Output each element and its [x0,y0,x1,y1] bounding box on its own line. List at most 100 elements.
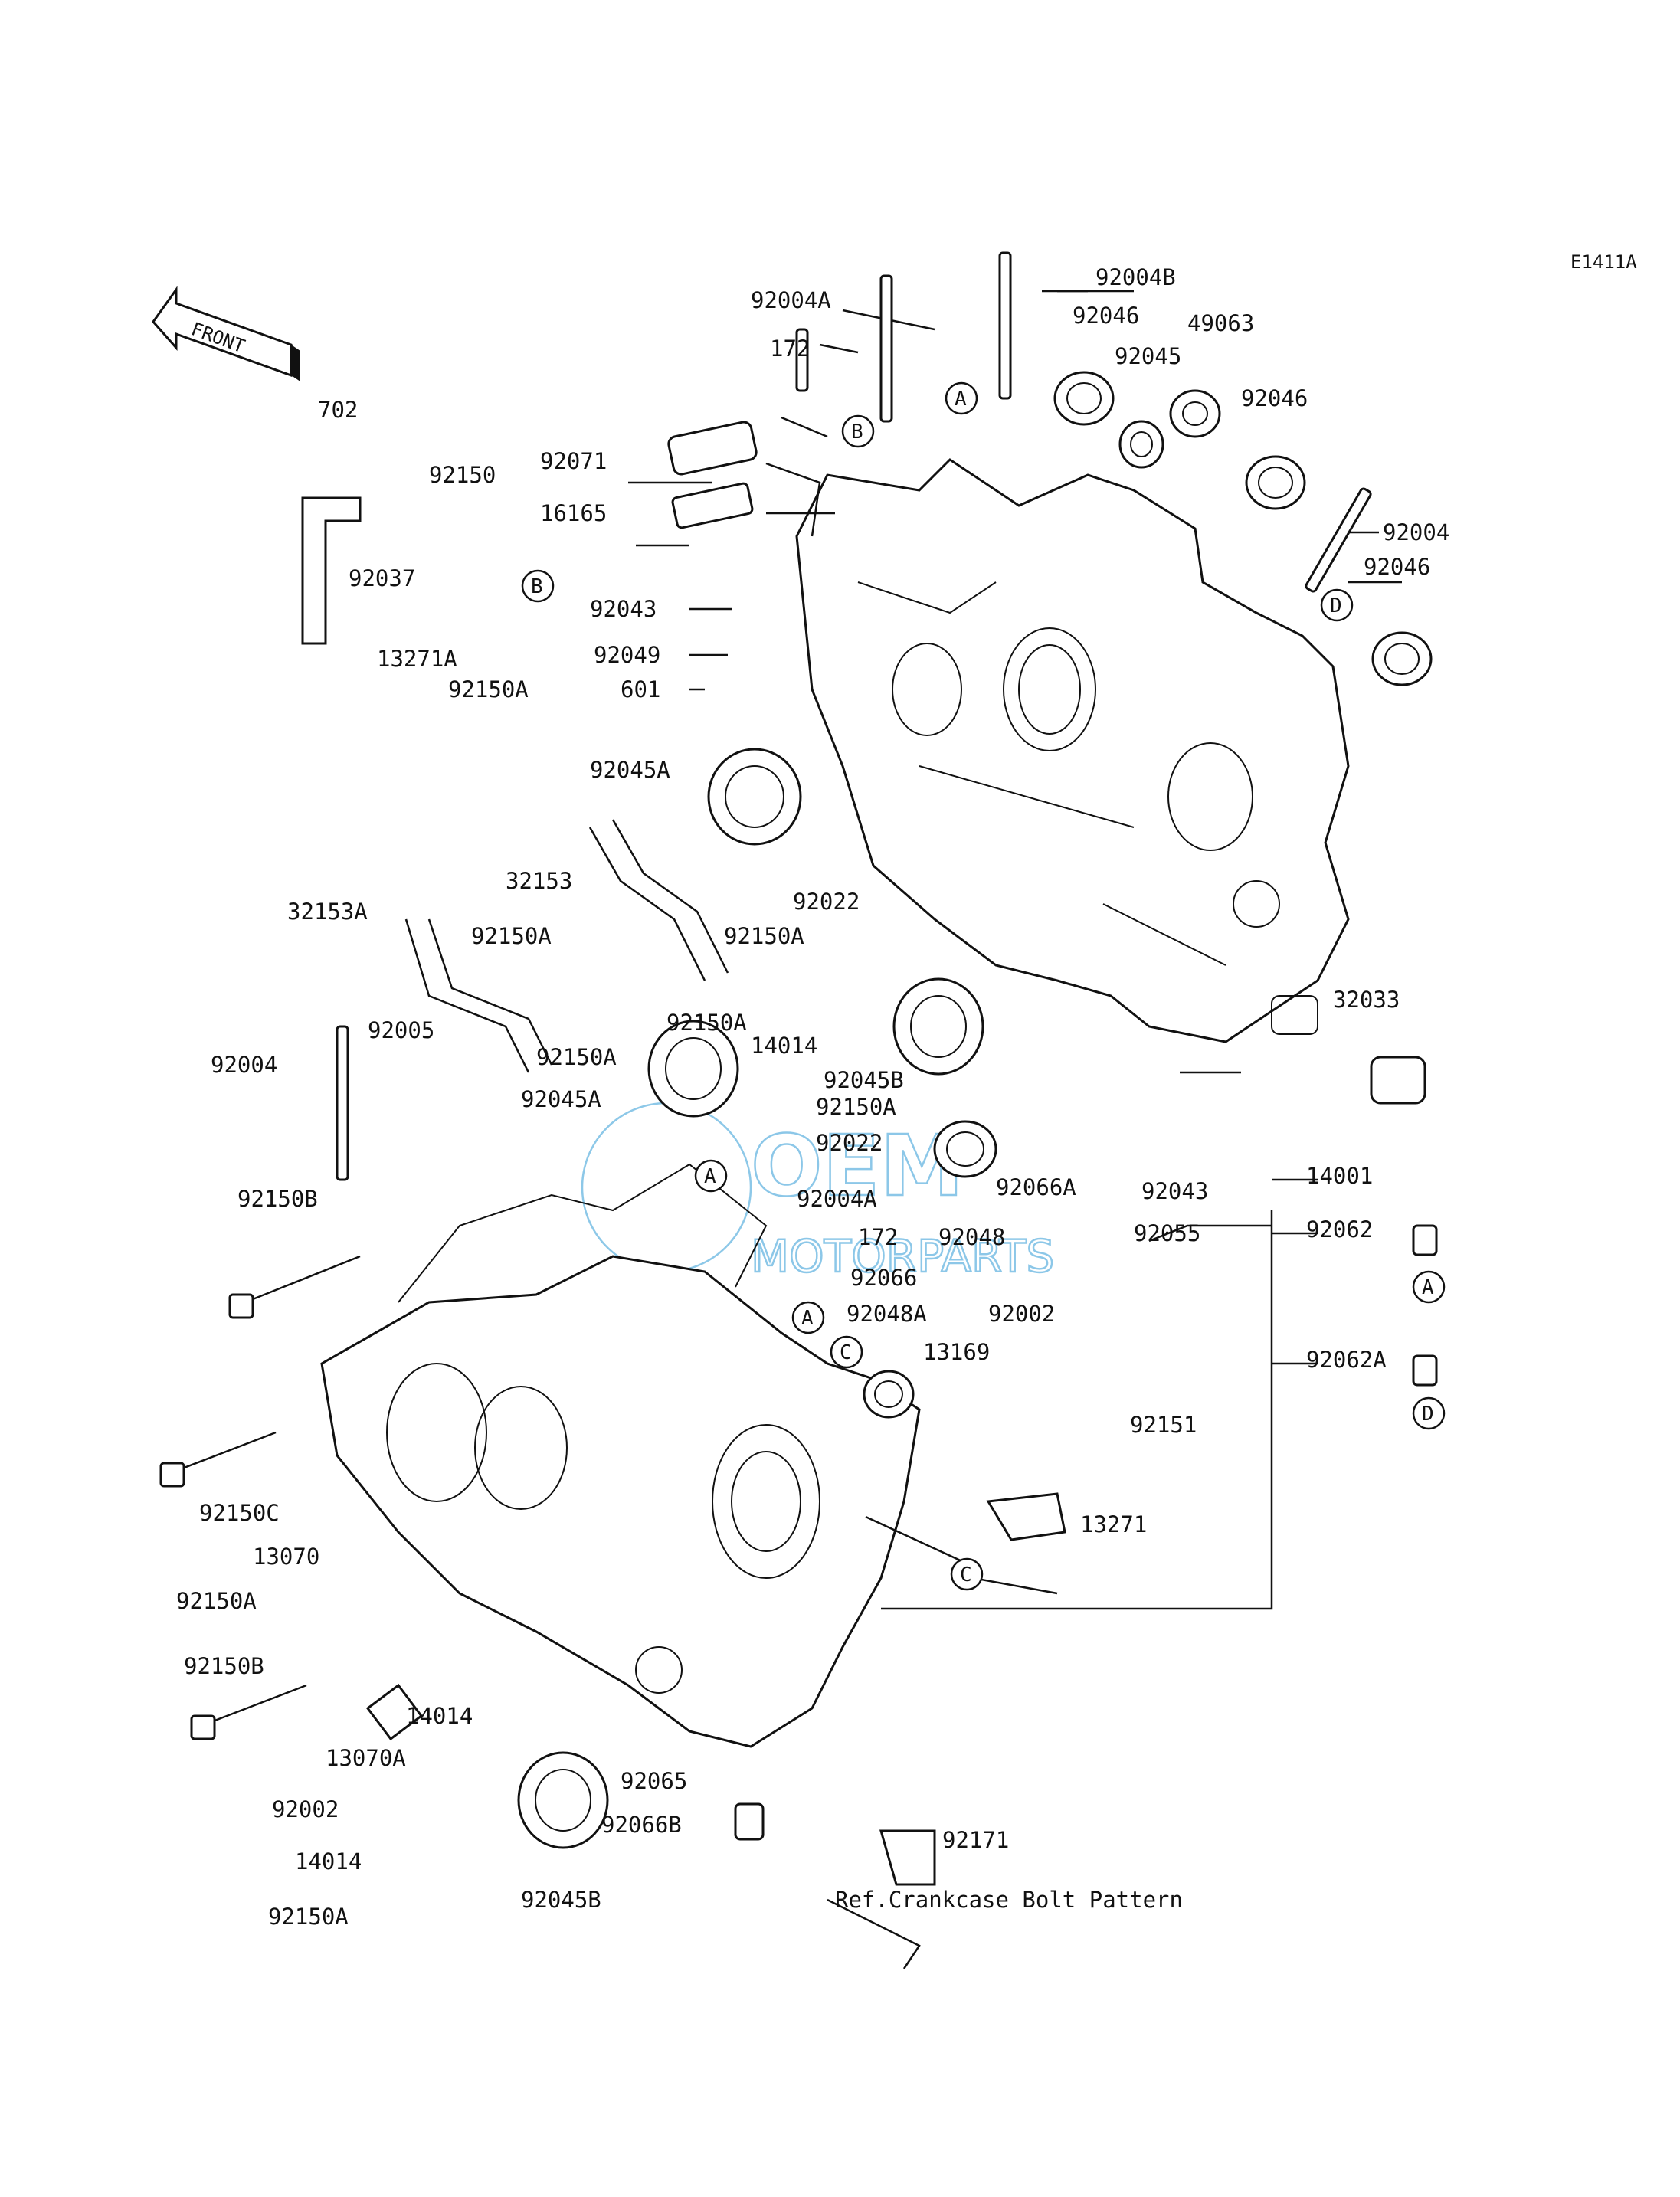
bearing-92045B-bottom [517,1751,609,1849]
part-label[interactable]: 14001 [1306,1163,1373,1189]
part-label[interactable]: 13070 [253,1544,319,1570]
hose-702 [301,496,362,645]
part-label[interactable]: 92071 [540,448,607,474]
part-label[interactable]: 601 [621,676,660,702]
part-label[interactable]: 92045A [590,757,670,783]
part-label[interactable]: 92048 [938,1224,1005,1250]
bearing-92045A-top [707,748,802,846]
part-label[interactable]: 92045 [1115,343,1181,369]
part-label[interactable]: 92151 [1130,1412,1197,1438]
part-label[interactable]: 13070A [326,1745,406,1771]
part-label[interactable]: 14014 [406,1703,473,1729]
svg-text:B: B [851,421,863,444]
pipe-32153 [588,819,729,981]
svg-text:C: C [960,1563,972,1586]
part-label[interactable]: 92004 [1383,519,1449,545]
part-labels: 92004B 92004A 172 92046 49063 92045 9204… [176,264,1449,1930]
callout-b-top: B [841,414,875,448]
part-label[interactable]: 92150A [816,1094,896,1120]
part-label[interactable]: 92150A [536,1044,617,1070]
part-label[interactable]: 172 [770,336,810,362]
part-label[interactable]: 92066 [850,1265,917,1291]
lower-crankcase-half [320,1163,921,1748]
callout-d-top: D [1320,588,1354,622]
reference-note: Ref.Crankcase Bolt Pattern [835,1887,1183,1913]
part-label[interactable]: 702 [318,397,358,423]
gasket-16165 [671,482,754,529]
bracket-13271 [986,1492,1066,1541]
bearing-92046-right [1245,455,1306,510]
part-label[interactable]: 92004A [797,1186,877,1212]
part-label[interactable]: 92022 [793,889,860,915]
part-label[interactable]: 92171 [942,1827,1009,1853]
part-label[interactable]: 32153A [287,899,368,925]
part-label[interactable]: 92045B [521,1887,601,1913]
part-label[interactable]: 92004 [211,1052,277,1078]
part-label[interactable]: 92150A [176,1588,257,1614]
stud-92004-left [336,1025,349,1181]
part-label[interactable]: 49063 [1187,310,1254,336]
watermark: OEM MOTORPARTS [581,1102,1056,1283]
part-label[interactable]: 32153 [506,868,572,894]
part-label[interactable]: 92150A [471,923,552,949]
part-label[interactable]: 92043 [1141,1178,1208,1204]
part-label[interactable]: 92045A [521,1086,601,1112]
part-label[interactable]: 13271A [377,646,457,672]
bolt-92150C [159,1431,277,1488]
svg-text:A: A [704,1165,716,1188]
part-label[interactable]: 92046 [1241,385,1308,411]
diagram-code: E1411A [1570,251,1637,273]
pipe-32153A [404,918,553,1073]
callout-b-hose: B [521,569,555,603]
part-label[interactable]: 92046 [1364,554,1430,580]
plug-32033 [1370,1056,1426,1105]
part-label[interactable]: 92037 [349,565,415,591]
part-label[interactable]: 92150A [724,923,804,949]
stud-92004B [998,251,1012,400]
part-label[interactable]: 172 [858,1224,898,1250]
svg-text:A: A [1422,1276,1434,1299]
gasket-92071 [667,421,758,476]
part-label[interactable]: 92062 [1306,1216,1373,1243]
part-label[interactable]: 92150B [237,1186,318,1212]
part-label[interactable]: 92046 [1073,303,1139,329]
part-label[interactable]: 92049 [594,642,660,668]
part-label[interactable]: 14014 [751,1033,817,1059]
part-label[interactable]: 13271 [1080,1511,1147,1537]
part-label[interactable]: 92055 [1134,1220,1200,1246]
part-label[interactable]: 92005 [368,1017,434,1043]
drain-plug-92066B [734,1802,765,1841]
part-label[interactable]: 92062A [1306,1347,1387,1373]
part-label[interactable]: 92004B [1095,264,1176,290]
bearing-92045-top [1118,420,1164,469]
part-label[interactable]: 92150A [268,1904,349,1930]
bolt-92150B-2 [190,1684,307,1740]
part-label[interactable]: 92066B [601,1812,682,1838]
part-label[interactable]: 92150C [199,1500,280,1526]
part-label[interactable]: 92065 [621,1768,687,1794]
part-label[interactable]: 13169 [923,1339,990,1365]
part-label[interactable]: 92150 [429,462,496,488]
part-label[interactable]: 92150B [184,1653,264,1679]
part-label[interactable]: 92002 [272,1796,339,1822]
part-label[interactable]: 92066A [996,1174,1076,1200]
part-label[interactable]: 92043 [590,596,657,622]
callout-a-top: A [945,381,978,415]
bolt-92150B-1 [228,1255,361,1319]
part-label[interactable]: 92048A [847,1301,927,1327]
part-label[interactable]: 14014 [295,1848,362,1874]
part-label[interactable]: 92022 [816,1130,883,1156]
bracket-13070A [365,1683,424,1741]
stud-92004-right [1305,487,1372,593]
part-label[interactable]: 92150A [666,1010,747,1036]
part-label[interactable]: 32033 [1333,987,1400,1013]
part-label[interactable]: 92150A [448,676,529,702]
part-label[interactable]: 92045B [824,1067,904,1093]
part-label[interactable]: 16165 [540,500,607,526]
svg-text:A: A [955,388,967,411]
svg-text:D: D [1330,594,1342,617]
part-label[interactable]: 92004A [751,287,831,313]
part-label[interactable]: 92002 [988,1301,1055,1327]
bracket-92171 [879,1829,936,1886]
